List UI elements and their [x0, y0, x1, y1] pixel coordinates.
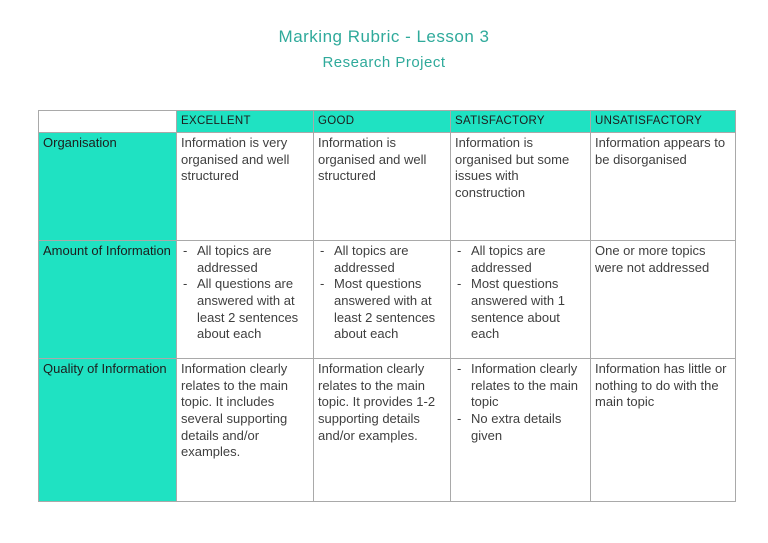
row-label-organisation: Organisation	[38, 132, 177, 241]
header-corner-cell	[38, 110, 177, 133]
header-excellent: EXCELLENT	[176, 110, 314, 133]
row-label-amount-of-information: Amount of Information	[38, 240, 177, 359]
cell-text: Information clearly relates to the main …	[318, 361, 436, 443]
rubric-bullet: No extra details given	[455, 411, 586, 444]
cell-quality-excellent: Information clearly relates to the main …	[176, 358, 314, 502]
row-quality-of-information: Quality of Information Information clear…	[38, 358, 736, 502]
rubric-bullet: All topics are addressed	[181, 243, 309, 276]
cell-text: Information clearly relates to the main …	[181, 361, 288, 460]
cell-text: Information has little or nothing to do …	[595, 361, 727, 410]
rubric-bullet: All questions are answered with at least…	[181, 276, 309, 343]
header-good: GOOD	[313, 110, 451, 133]
cell-quality-unsatisfactory: Information has little or nothing to do …	[590, 358, 736, 502]
cell-text: Information appears to be disorganised	[595, 135, 726, 167]
cell-organisation-excellent: Information is very organised and well s…	[176, 132, 314, 241]
row-amount-of-information: Amount of Information All topics are add…	[38, 240, 736, 359]
cell-organisation-unsatisfactory: Information appears to be disorganised	[590, 132, 736, 241]
cell-quality-satisfactory: Information clearly relates to the main …	[450, 358, 591, 502]
title-line-1: Marking Rubric - Lesson 3	[278, 27, 490, 46]
rubric-bullet: All topics are addressed	[318, 243, 446, 276]
header-unsatisfactory: UNSATISFACTORY	[590, 110, 736, 133]
cell-amount-excellent: All topics are addressed All questions a…	[176, 240, 314, 359]
rubric-bullet: Most questions answered with 1 sentence …	[455, 276, 586, 343]
rubric-header-row: EXCELLENT GOOD SATISFACTORY UNSATISFACTO…	[38, 110, 736, 133]
header-satisfactory: SATISFACTORY	[450, 110, 591, 133]
row-organisation: Organisation Information is very organis…	[38, 132, 736, 241]
cell-organisation-satisfactory: Information is organised but some issues…	[450, 132, 591, 241]
rubric-table: EXCELLENT GOOD SATISFACTORY UNSATISFACTO…	[38, 110, 736, 502]
rubric-bullet: Most questions answered with at least 2 …	[318, 276, 446, 343]
rubric-bullet: All topics are addressed	[455, 243, 586, 276]
cell-text: Information is very organised and well s…	[181, 135, 290, 184]
cell-text: Information is organised and well struct…	[318, 135, 427, 184]
cell-amount-good: All topics are addressed Most questions …	[313, 240, 451, 359]
rubric-bullet: Information clearly relates to the main …	[455, 361, 586, 411]
title-line-2: Research Project	[322, 54, 446, 72]
cell-text: Information is organised but some issues…	[455, 135, 570, 200]
document-title: Marking Rubric - Lesson 3 Research Proje…	[0, 0, 768, 72]
cell-text: One or more topics were not addressed	[595, 243, 710, 275]
cell-amount-unsatisfactory: One or more topics were not addressed	[590, 240, 736, 359]
cell-organisation-good: Information is organised and well struct…	[313, 132, 451, 241]
cell-quality-good: Information clearly relates to the main …	[313, 358, 451, 502]
cell-amount-satisfactory: All topics are addressed Most questions …	[450, 240, 591, 359]
row-label-quality-of-information: Quality of Information	[38, 358, 177, 502]
